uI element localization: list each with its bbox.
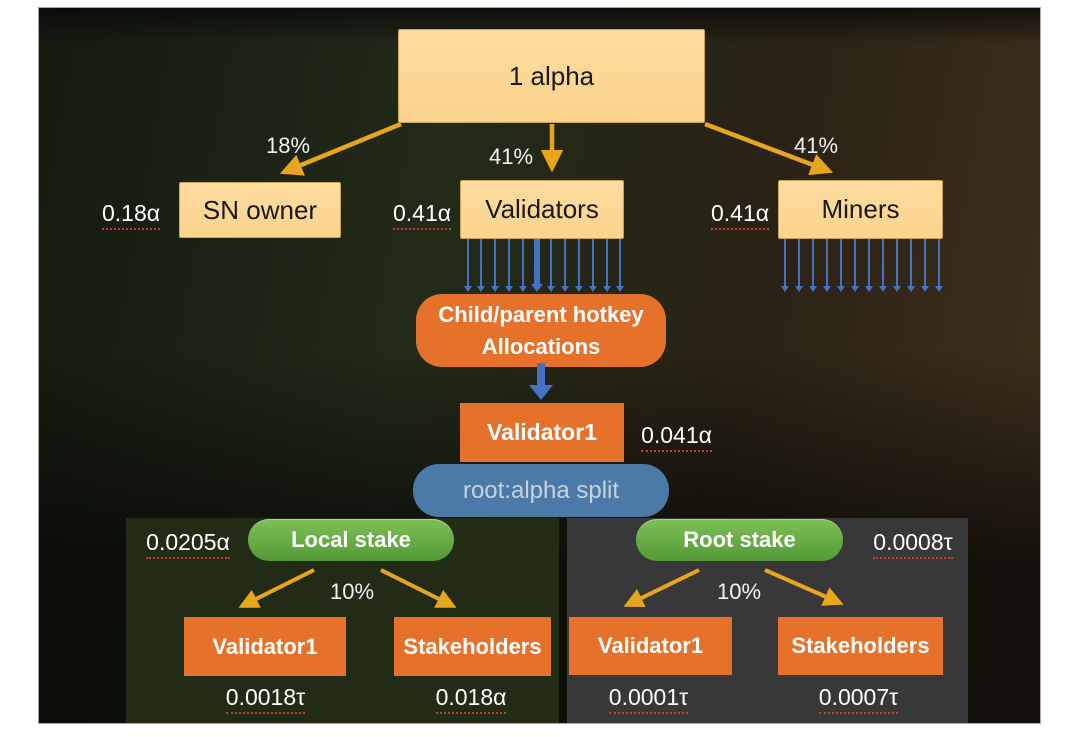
emission-arrow-icon bbox=[616, 239, 625, 292]
root-stakeholders-amount: 0.0007τ bbox=[811, 684, 906, 714]
miners-box: Miners bbox=[778, 180, 943, 239]
emission-arrow-icon bbox=[920, 239, 929, 292]
percent-label-sn-owner: 18% bbox=[265, 133, 311, 158]
root-alpha-split-pill: root:alpha split bbox=[413, 464, 669, 517]
root-stake-panel: Root stake 0.0008τ 10% Validator1 Stakeh… bbox=[567, 518, 968, 723]
sn-owner-amount: 0.18α bbox=[93, 200, 169, 230]
emission-arrow-icon bbox=[864, 239, 873, 292]
miner-emission-arrows-icon bbox=[780, 239, 943, 292]
emission-arrow-icon bbox=[602, 239, 611, 292]
emission-arrow-icon bbox=[808, 239, 817, 292]
percent-label-validators: 41% bbox=[488, 144, 534, 169]
miners-label: Miners bbox=[821, 194, 900, 224]
validators-box: Validators bbox=[460, 180, 624, 239]
emission-arrow-icon bbox=[934, 239, 943, 292]
emission-arrow-icon bbox=[850, 239, 859, 292]
root-validator1-box: Validator1 bbox=[569, 617, 732, 675]
emission-arrow-icon bbox=[892, 239, 901, 292]
local-percent-label: 10% bbox=[329, 579, 375, 604]
one-alpha-box: 1 alpha bbox=[398, 29, 705, 123]
emission-arrow-icon bbox=[546, 239, 555, 292]
local-validator1-box: Validator1 bbox=[184, 617, 346, 676]
emission-arrow-icon bbox=[533, 239, 542, 292]
local-stakeholders-amount: 0.018α bbox=[426, 684, 516, 714]
local-stake-pill: Local stake bbox=[248, 519, 454, 561]
validator-emission-arrows-icon bbox=[463, 239, 625, 292]
root-stakeholders-box: Stakeholders bbox=[778, 617, 943, 675]
emission-arrow-icon bbox=[836, 239, 845, 292]
emission-arrow-icon bbox=[794, 239, 803, 292]
local-stake-panel: 0.0205α Local stake 10% Validator1 Stake… bbox=[126, 518, 559, 723]
child-parent-hotkey-box: Child/parent hotkey Allocations bbox=[416, 294, 666, 367]
emission-arrow-icon bbox=[822, 239, 831, 292]
sn-owner-box: SN owner bbox=[179, 182, 341, 238]
validator1-amount: 0.041α bbox=[629, 422, 724, 452]
emission-arrow-icon bbox=[477, 239, 486, 292]
sn-owner-label: SN owner bbox=[202, 194, 318, 225]
root-alpha-split-label: root:alpha split bbox=[462, 476, 620, 504]
local-validator1-amount: 0.0018τ bbox=[218, 684, 313, 714]
emission-arrow-icon bbox=[505, 239, 514, 292]
root-validator1-amount: 0.0001τ bbox=[601, 684, 696, 714]
emission-arrow-icon bbox=[519, 239, 528, 292]
emission-arrow-icon bbox=[491, 239, 500, 292]
local-stake-amount: 0.0205α bbox=[138, 529, 238, 559]
validator1-box: Validator1 bbox=[460, 403, 624, 462]
emission-arrow-icon bbox=[588, 239, 597, 292]
root-stake-amount: 0.0008τ bbox=[863, 529, 963, 559]
emission-arrow-icon bbox=[878, 239, 887, 292]
hotkey-line2: Allocations bbox=[481, 333, 601, 359]
emission-arrow-icon bbox=[906, 239, 915, 292]
root-percent-label: 10% bbox=[716, 579, 762, 604]
percent-label-miners: 41% bbox=[793, 133, 839, 158]
emission-arrow-icon bbox=[463, 239, 472, 292]
validators-label: Validators bbox=[485, 194, 599, 224]
diagram-canvas: 1 alpha 18% 41% 41% SN owner Validators … bbox=[38, 7, 1041, 724]
miners-amount: 0.41α bbox=[704, 200, 776, 230]
hotkey-line1: Child/parent hotkey bbox=[438, 301, 644, 327]
root-stake-pill: Root stake bbox=[636, 519, 843, 561]
validators-amount: 0.41α bbox=[386, 200, 458, 230]
emission-arrow-icon bbox=[574, 239, 583, 292]
validator1-label: Validator1 bbox=[487, 419, 597, 445]
emission-arrow-icon bbox=[780, 239, 789, 292]
local-stakeholders-box: Stakeholders bbox=[394, 617, 551, 676]
one-alpha-label: 1 alpha bbox=[508, 60, 595, 91]
emission-arrow-icon bbox=[560, 239, 569, 292]
